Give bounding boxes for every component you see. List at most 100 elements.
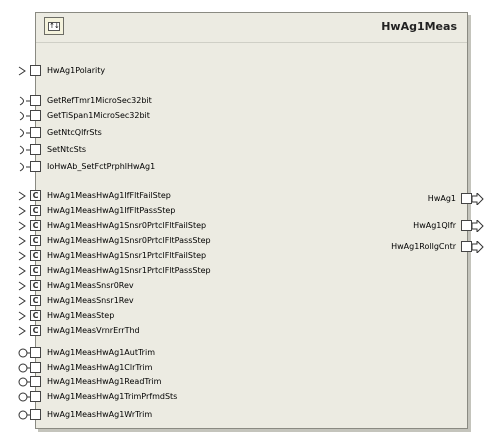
sender-arrow-icon <box>471 191 484 207</box>
port-label: HwAg1MeasHwAg1Snsr1PrtclFltPassStep <box>47 266 211 275</box>
left-port-14[interactable]: C HwAg1MeasSnsr1Rev <box>18 295 278 307</box>
port-label: SetNtcSts <box>47 145 87 154</box>
port-label: HwAg1RollgCntr <box>391 242 456 251</box>
port-box[interactable]: C <box>30 280 41 291</box>
port-label: HwAg1MeasHwAg1TrimPrfmdSts <box>47 392 178 401</box>
port-box[interactable]: C <box>30 250 41 261</box>
left-port-4[interactable]: GetNtcQlfrSts <box>18 127 278 139</box>
port-label: GetTiSpan1MicroSec32bit <box>47 111 150 120</box>
left-port-3[interactable]: GetTiSpan1MicroSec32bit <box>18 110 278 122</box>
left-port-18[interactable]: HwAg1MeasHwAg1ClrTrim <box>18 362 278 374</box>
port-label: GetNtcQlfrSts <box>47 128 102 137</box>
port-label: HwAg1MeasHwAg1ReadTrim <box>47 377 162 386</box>
port-label: HwAg1MeasHwAg1IfFltFailStep <box>47 191 171 200</box>
calibration-connector-icon <box>18 235 30 249</box>
calibration-connector-icon <box>18 250 30 264</box>
calibration-connector-icon <box>18 325 30 339</box>
port-box[interactable] <box>30 362 41 373</box>
port-label: HwAg1Polarity <box>47 66 106 75</box>
right-port-3[interactable]: HwAg1RollgCntr <box>300 239 489 255</box>
client-server-connector-icon <box>18 127 30 141</box>
calibration-connector-icon <box>18 295 30 309</box>
port-label: HwAg1MeasHwAg1Snsr0PrtclFltPassStep <box>47 236 211 245</box>
calibration-connector-icon <box>18 205 30 219</box>
left-port-9[interactable]: C HwAg1MeasHwAg1Snsr0PrtclFltFailStep <box>18 220 278 232</box>
component-block[interactable] <box>35 12 468 429</box>
left-port-19[interactable]: HwAg1MeasHwAg1ReadTrim <box>18 376 278 388</box>
port-label: HwAg1 <box>427 194 456 203</box>
right-port-1[interactable]: HwAg1 <box>300 191 489 207</box>
left-port-21[interactable]: HwAg1MeasHwAg1WrTrim <box>18 409 278 421</box>
component-title: HwAg1Meas <box>381 20 457 33</box>
nvm-connector-icon <box>18 391 30 405</box>
right-port-2[interactable]: HwAg1Qlfr <box>300 218 489 234</box>
sender-arrow-icon <box>471 239 484 255</box>
left-port-16[interactable]: C HwAg1MeasVrnrErrThd <box>18 325 278 337</box>
client-server-connector-icon <box>18 161 30 175</box>
nvm-connector-icon <box>18 362 30 376</box>
port-label: HwAg1MeasHwAg1ClrTrim <box>47 363 153 372</box>
left-port-11[interactable]: C HwAg1MeasHwAg1Snsr1PrtclFltFailStep <box>18 250 278 262</box>
port-label: HwAg1MeasHwAg1AutTrim <box>47 348 155 357</box>
left-port-8[interactable]: C HwAg1MeasHwAg1IfFltPassStep <box>18 205 278 217</box>
left-port-6[interactable]: IoHwAb_SetFctPrphlHwAg1 <box>18 161 278 173</box>
port-box[interactable] <box>30 127 41 138</box>
nvm-connector-icon <box>18 376 30 390</box>
port-label: GetRefTmr1MicroSec32bit <box>47 96 152 105</box>
left-port-13[interactable]: C HwAg1MeasSnsr0Rev <box>18 280 278 292</box>
port-box[interactable] <box>461 220 472 231</box>
client-server-connector-icon <box>18 110 30 124</box>
port-label: HwAg1MeasHwAg1IfFltPassStep <box>47 206 176 215</box>
port-toggle-icon[interactable]: ↑↓ <box>44 17 64 35</box>
sender-arrow-icon <box>471 218 484 234</box>
port-label: HwAg1MeasHwAg1Snsr0PrtclFltFailStep <box>47 221 207 230</box>
port-toggle-glyph: ↑↓ <box>48 22 60 31</box>
port-box[interactable] <box>30 347 41 358</box>
port-box[interactable] <box>30 95 41 106</box>
port-box[interactable]: C <box>30 310 41 321</box>
left-port-12[interactable]: C HwAg1MeasHwAg1Snsr1PrtclFltPassStep <box>18 265 278 277</box>
left-port-5[interactable]: SetNtcSts <box>18 144 278 156</box>
left-port-17[interactable]: HwAg1MeasHwAg1AutTrim <box>18 347 278 359</box>
port-box[interactable]: C <box>30 235 41 246</box>
calibration-connector-icon <box>18 190 30 204</box>
calibration-connector-icon <box>18 310 30 324</box>
left-port-1[interactable]: HwAg1Polarity <box>18 65 278 77</box>
port-box[interactable] <box>30 65 41 76</box>
port-box[interactable]: C <box>30 205 41 216</box>
left-port-2[interactable]: GetRefTmr1MicroSec32bit <box>18 95 278 107</box>
port-label: IoHwAb_SetFctPrphlHwAg1 <box>47 162 156 171</box>
calibration-connector-icon <box>18 280 30 294</box>
port-label: HwAg1MeasSnsr1Rev <box>47 296 134 305</box>
left-port-7[interactable]: C HwAg1MeasHwAg1IfFltFailStep <box>18 190 278 202</box>
port-box[interactable] <box>461 193 472 204</box>
port-box[interactable] <box>461 241 472 252</box>
calibration-connector-icon <box>18 265 30 279</box>
port-label: HwAg1MeasSnsr0Rev <box>47 281 134 290</box>
port-box[interactable] <box>30 144 41 155</box>
port-box[interactable] <box>30 409 41 420</box>
port-box[interactable] <box>30 161 41 172</box>
port-label: HwAg1MeasStep <box>47 311 115 320</box>
left-port-15[interactable]: C HwAg1MeasStep <box>18 310 278 322</box>
port-box[interactable]: C <box>30 295 41 306</box>
port-label: HwAg1MeasVrnrErrThd <box>47 326 140 335</box>
port-box[interactable]: C <box>30 265 41 276</box>
port-box[interactable] <box>30 391 41 402</box>
sender-receiver-connector-icon <box>18 65 30 79</box>
port-box[interactable]: C <box>30 220 41 231</box>
port-box[interactable]: C <box>30 190 41 201</box>
left-port-20[interactable]: HwAg1MeasHwAg1TrimPrfmdSts <box>18 391 278 403</box>
port-box[interactable] <box>30 376 41 387</box>
calibration-connector-icon <box>18 220 30 234</box>
nvm-connector-icon <box>18 347 30 361</box>
port-box[interactable] <box>30 110 41 121</box>
header-separator <box>36 42 467 43</box>
port-label: HwAg1MeasHwAg1Snsr1PrtclFltFailStep <box>47 251 207 260</box>
client-server-connector-icon <box>18 95 30 109</box>
nvm-connector-icon <box>18 409 30 423</box>
port-box[interactable]: C <box>30 325 41 336</box>
left-port-10[interactable]: C HwAg1MeasHwAg1Snsr0PrtclFltPassStep <box>18 235 278 247</box>
port-label: HwAg1Qlfr <box>413 221 456 230</box>
client-server-connector-icon <box>18 144 30 158</box>
